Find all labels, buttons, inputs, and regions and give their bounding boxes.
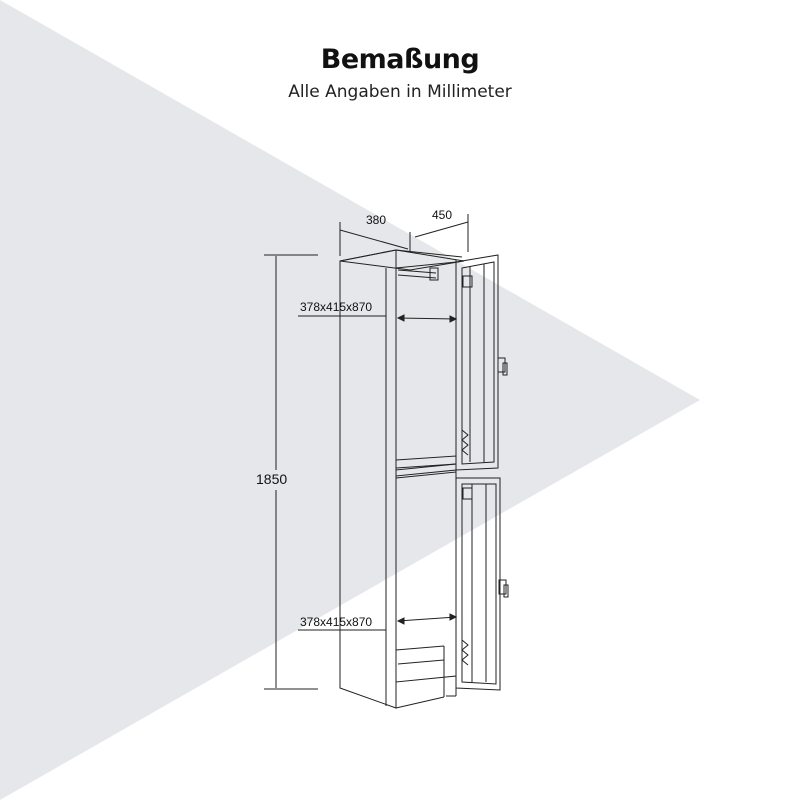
lower-door [455,477,509,691]
upper-door [455,254,508,471]
compartment-top-label: 378x415x870 [300,300,372,314]
page-subtitle: Alle Angaben in Millimeter [288,82,512,102]
page-title: Bemaßung [320,44,480,75]
height-dimension-line [264,254,318,690]
width-label: 380 [366,213,386,227]
compartment-top-dimension [298,314,458,323]
compartment-bottom-dimension [298,613,458,631]
compartment-bottom-label: 378x415x870 [300,615,372,629]
top-dimension-lines [339,214,469,256]
depth-label: 450 [432,208,452,222]
height-label: 1850 [256,471,287,487]
